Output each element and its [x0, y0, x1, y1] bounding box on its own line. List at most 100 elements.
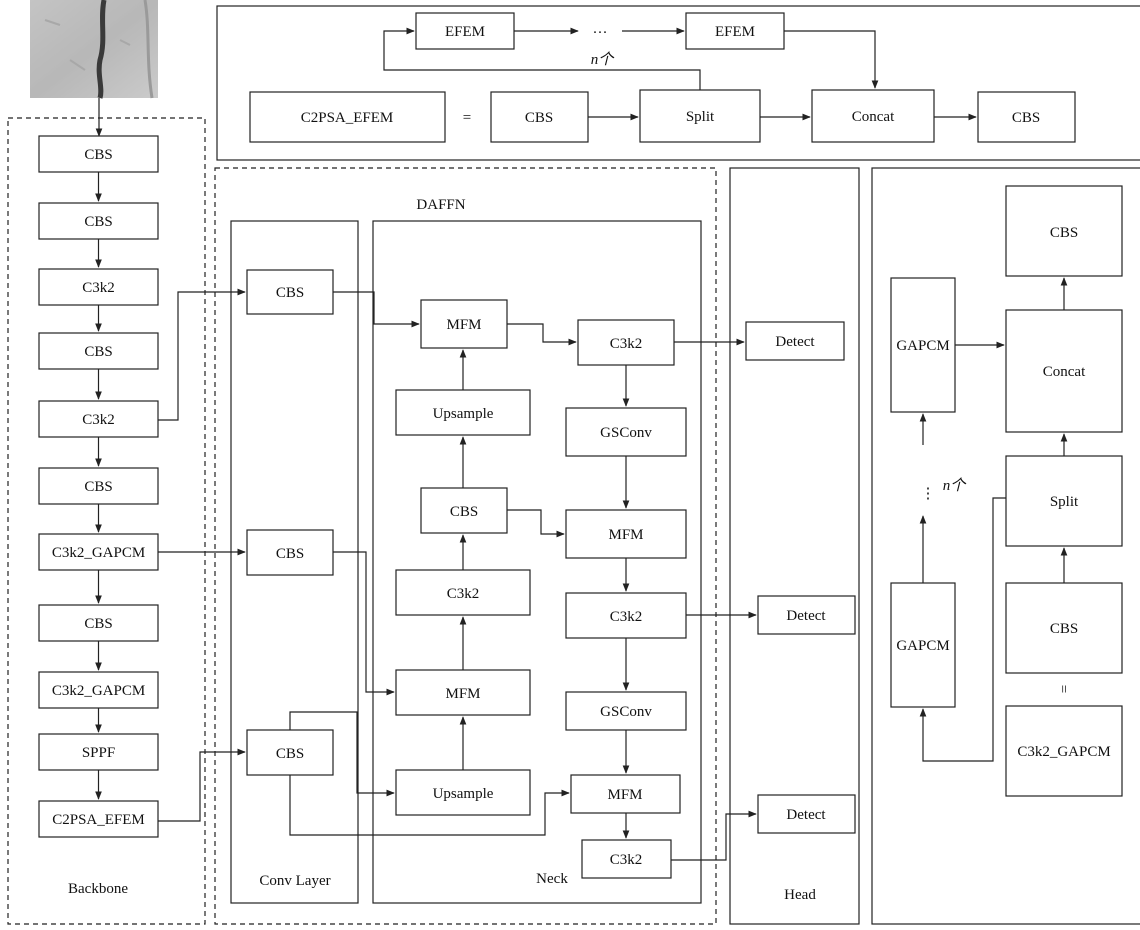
conv-cbs-2: CBS — [246, 529, 334, 576]
backbone-cbs-3: CBS — [38, 332, 159, 370]
svg-text:CBS: CBS — [276, 746, 304, 762]
svg-text:GSConv: GSConv — [600, 704, 652, 720]
c2psa-connectors — [383, 27, 977, 121]
svg-text:Upsample: Upsample — [433, 406, 494, 422]
backbone-cbs-2: CBS — [38, 202, 159, 240]
neck-mfm-r2: MFM — [570, 774, 681, 814]
neck-c3k2-left: C3k2 — [395, 569, 531, 616]
efem-box-1: EFEM — [415, 12, 515, 50]
svg-text:GAPCM: GAPCM — [896, 338, 949, 354]
backbone-c3k2-gapcm-2: C3k2_GAPCM — [38, 671, 159, 709]
svg-text:CBS: CBS — [84, 616, 112, 632]
svg-text:CBS: CBS — [450, 504, 478, 520]
backbone-cbs-5: CBS — [38, 604, 159, 642]
head-detect-2: Detect — [757, 595, 856, 635]
svg-text:EFEM: EFEM — [715, 24, 755, 40]
svg-text:CBS: CBS — [1050, 225, 1078, 241]
neck-gsconv-1: GSConv — [565, 407, 687, 457]
efem-repeat-label: n个 — [591, 51, 616, 68]
svg-text:CBS: CBS — [276, 546, 304, 562]
neck-c3k2-r2: C3k2 — [565, 592, 687, 639]
svg-text:GSConv: GSConv — [600, 425, 652, 441]
svg-text:Detect: Detect — [786, 807, 826, 823]
backbone-c3k2-2: C3k2 — [38, 400, 159, 438]
c2psa-equals: = — [463, 110, 471, 126]
main-connectors — [158, 288, 757, 861]
svg-text:C3k2_GAPCM: C3k2_GAPCM — [52, 545, 145, 561]
gapcm-bottom-box: GAPCM — [890, 582, 956, 708]
backbone-frame — [7, 117, 206, 925]
svg-text:CBS: CBS — [1012, 110, 1040, 126]
svg-text:CBS: CBS — [276, 285, 304, 301]
svg-text:C3k2: C3k2 — [82, 412, 115, 428]
svg-text:Split: Split — [1050, 494, 1079, 510]
svg-text:Upsample: Upsample — [433, 786, 494, 802]
svg-text:CBS: CBS — [84, 344, 112, 360]
backbone-title: Backbone — [68, 881, 128, 897]
gapcm-repeat-label: n个 — [943, 477, 968, 494]
gapcm-cbs-bottom: CBS — [1005, 582, 1123, 674]
conv-layer-frame — [230, 220, 359, 904]
neck-c3k2-r1: C3k2 — [577, 319, 675, 366]
svg-text:Detect: Detect — [775, 334, 815, 350]
gapcm-equals: = — [1055, 685, 1071, 693]
svg-text:C3k2: C3k2 — [447, 586, 480, 602]
neck-c3k2-r3: C3k2 — [581, 839, 672, 879]
conv-cbs-3: CBS — [246, 729, 334, 776]
svg-text:GAPCM: GAPCM — [896, 638, 949, 654]
daffn-frame — [214, 167, 717, 925]
neck-mfm-2: MFM — [395, 669, 531, 716]
neck-mfm-r1: MFM — [565, 509, 687, 559]
c2psa-split-box: Split — [639, 89, 761, 143]
neck-mfm-1: MFM — [420, 299, 508, 349]
svg-text:MFM: MFM — [608, 527, 643, 543]
svg-text:Concat: Concat — [852, 109, 895, 125]
svg-text:C3k2_GAPCM: C3k2_GAPCM — [52, 683, 145, 699]
gapcm-top-box: GAPCM — [890, 277, 956, 413]
c2psa-cbs-box-1: CBS — [490, 91, 589, 143]
svg-text:MFM: MFM — [446, 317, 481, 333]
svg-text:CBS: CBS — [525, 110, 553, 126]
svg-text:MFM: MFM — [445, 686, 480, 702]
backbone-c3k2-gapcm-1: C3k2_GAPCM — [38, 533, 159, 571]
efem-ellipsis: ··· — [593, 25, 608, 41]
neck-cbs: CBS — [420, 487, 508, 534]
head-detect-1: Detect — [745, 321, 845, 361]
daffn-title: DAFFN — [416, 197, 465, 213]
c2psa-concat-box: Concat — [811, 89, 935, 143]
svg-text:CBS: CBS — [84, 214, 112, 230]
svg-text:Detect: Detect — [786, 608, 826, 624]
svg-text:SPPF: SPPF — [82, 745, 115, 761]
backbone-cbs-4: CBS — [38, 467, 159, 505]
gapcm-ellipsis: ⋮ — [921, 486, 936, 502]
gapcm-concat-box: Concat — [1005, 309, 1123, 433]
backbone-cbs-1: CBS — [38, 135, 159, 173]
gapcm-cbs-top: CBS — [1005, 185, 1123, 277]
neck-upsample-2: Upsample — [395, 769, 531, 816]
backbone-c2psa-efem: C2PSA_EFEM — [38, 800, 159, 838]
head-frame — [729, 167, 860, 925]
svg-text:EFEM: EFEM — [445, 24, 485, 40]
gapcm-connectors — [919, 277, 1068, 762]
svg-text:Split: Split — [686, 109, 715, 125]
c2psa-cbs-box-2: CBS — [977, 91, 1076, 143]
svg-text:C2PSA_EFEM: C2PSA_EFEM — [301, 110, 394, 126]
efem-box-2: EFEM — [685, 12, 785, 50]
c2psa-efem-detail-frame — [216, 5, 1140, 161]
svg-text:C3k2: C3k2 — [82, 280, 115, 296]
svg-text:C3k2: C3k2 — [610, 852, 643, 868]
svg-text:CBS: CBS — [84, 479, 112, 495]
neck-upsample-1: Upsample — [395, 389, 531, 436]
svg-text:MFM: MFM — [607, 787, 642, 803]
head-title: Head — [784, 887, 816, 903]
conv-cbs-1: CBS — [246, 269, 334, 315]
neck-title: Neck — [536, 871, 568, 887]
neck-frame — [372, 220, 702, 904]
gapcm-split-box: Split — [1005, 455, 1123, 547]
svg-text:CBS: CBS — [84, 147, 112, 163]
svg-text:Concat: Concat — [1043, 364, 1086, 380]
head-detect-3: Detect — [757, 794, 856, 834]
road-crack-image — [30, 0, 158, 99]
backbone-sppf: SPPF — [38, 733, 159, 771]
